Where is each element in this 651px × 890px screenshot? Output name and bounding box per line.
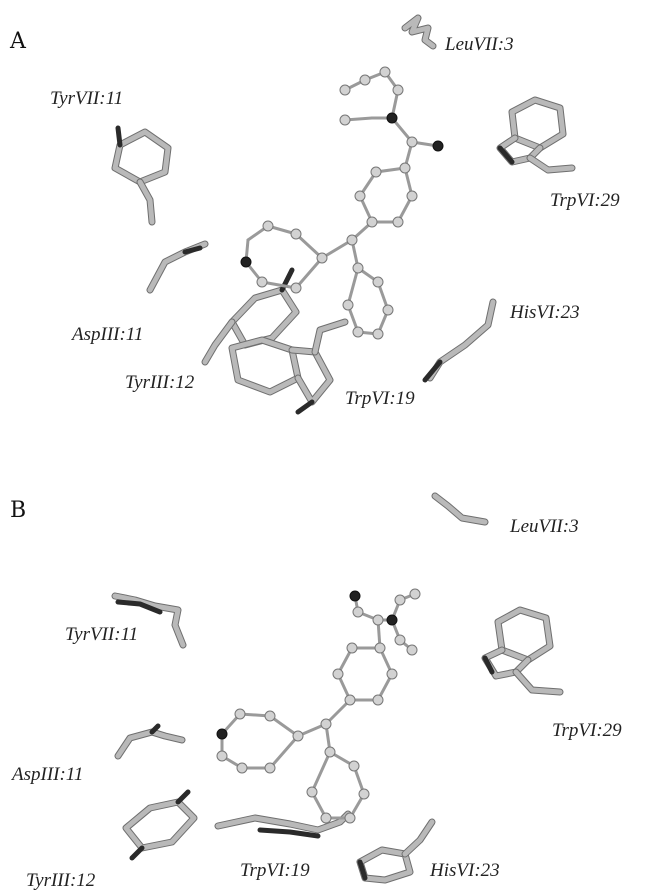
label-b-leu3: LeuVII:3 (509, 516, 579, 537)
residue-b-asp11 (114, 723, 186, 760)
panel-a: A LeuVII:3 TyrVII:11 TrpVI:29 (9, 14, 620, 415)
label-a-trp29: TrpVI:29 (550, 190, 620, 211)
residue-a-asp11 (146, 240, 209, 294)
residue-b-tyr11 (111, 592, 187, 649)
ligand-a (240, 66, 444, 340)
label-a-asp11: AspIII:11 (70, 324, 143, 345)
residue-b-trp19 (214, 810, 352, 839)
residue-b-his23 (356, 818, 436, 884)
label-b-asp11: AspIII:11 (10, 764, 83, 785)
label-b-his23: HisVI:23 (429, 860, 500, 881)
label-a-tyr11: TyrVII:11 (50, 88, 123, 109)
residue-a-leu3 (401, 14, 437, 50)
ligand-b (216, 588, 421, 824)
residue-b-tyr12 (122, 789, 198, 861)
panel-b: B LeuVII:3 TyrVII:11 TrpVI:29 (10, 492, 622, 890)
label-b-tyr11: TyrVII:11 (65, 624, 138, 645)
label-b-trp19: TrpVI:19 (240, 860, 310, 881)
residue-a-tyr11 (111, 125, 172, 226)
residue-a-trp19 (228, 318, 349, 415)
panel-a-letter: A (9, 29, 27, 54)
residue-a-trp29 (496, 96, 576, 174)
residue-b-leu3 (431, 492, 489, 526)
residue-a-his23 (422, 298, 497, 383)
label-b-trp29: TrpVI:29 (552, 720, 622, 741)
label-a-leu3: LeuVII:3 (444, 34, 514, 55)
label-a-his23: HisVI:23 (509, 302, 580, 323)
label-a-trp19: TrpVI:19 (345, 388, 415, 409)
label-a-tyr12: TyrIII:12 (125, 372, 195, 393)
residue-b-trp29 (481, 606, 564, 696)
label-b-tyr12: TyrIII:12 (26, 870, 96, 890)
panel-b-letter: B (10, 498, 26, 523)
